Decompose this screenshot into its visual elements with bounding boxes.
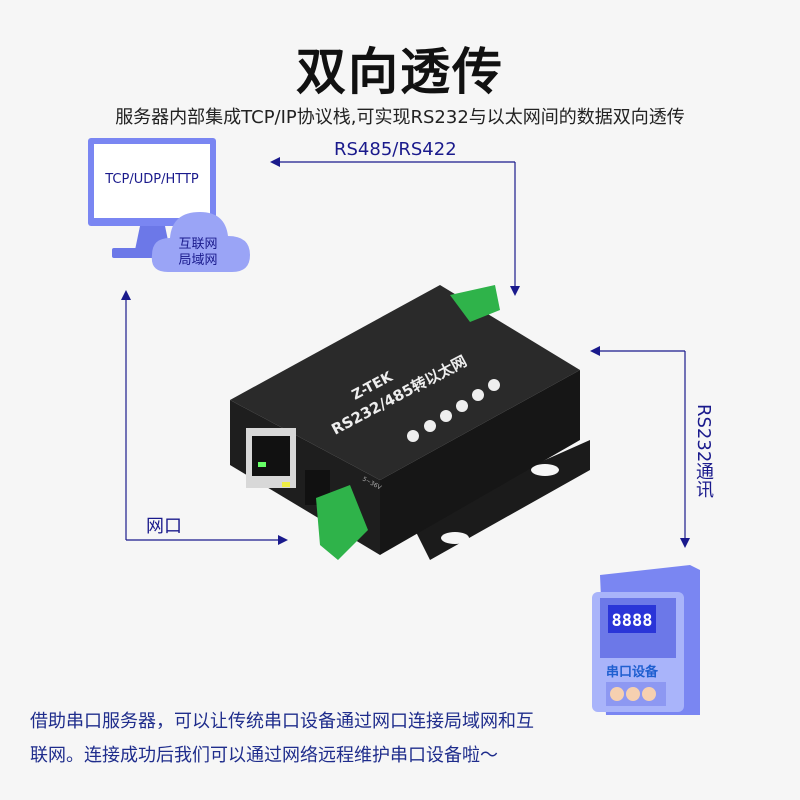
subtitle: 服务器内部集成TCP/IP协议栈,可实现RS232与以太网间的数据双向透传: [115, 107, 685, 128]
bottom-text-line1: 借助串口服务器，可以让传统串口设备通过网口连接局域网和互: [30, 711, 534, 732]
screen-text: TCP/UDP/HTTP: [104, 172, 199, 187]
computer-monitor-icon: [88, 138, 216, 258]
serial-server-device: Z-TEK RS232/485转以太网 5~36V: [230, 285, 590, 560]
cloud-text-internet: 互联网: [178, 237, 217, 252]
serial-device-display: 8888: [612, 611, 653, 631]
serial-device-label: 串口设备: [606, 664, 659, 680]
serial-device-icon: 8888 串口设备: [592, 565, 700, 715]
cloud-icon: [151, 212, 250, 272]
rs485-label: RS485/RS422: [334, 139, 457, 160]
page-title: 双向透传: [296, 43, 504, 101]
cloud-text-lan: 局域网: [178, 253, 217, 268]
rs232-label: RS232通讯: [693, 404, 714, 499]
bottom-text-line2: 联网。连接成功后我们可以通过网络远程维护串口设备啦～: [30, 745, 498, 766]
net-port-label: 网口: [146, 516, 182, 537]
